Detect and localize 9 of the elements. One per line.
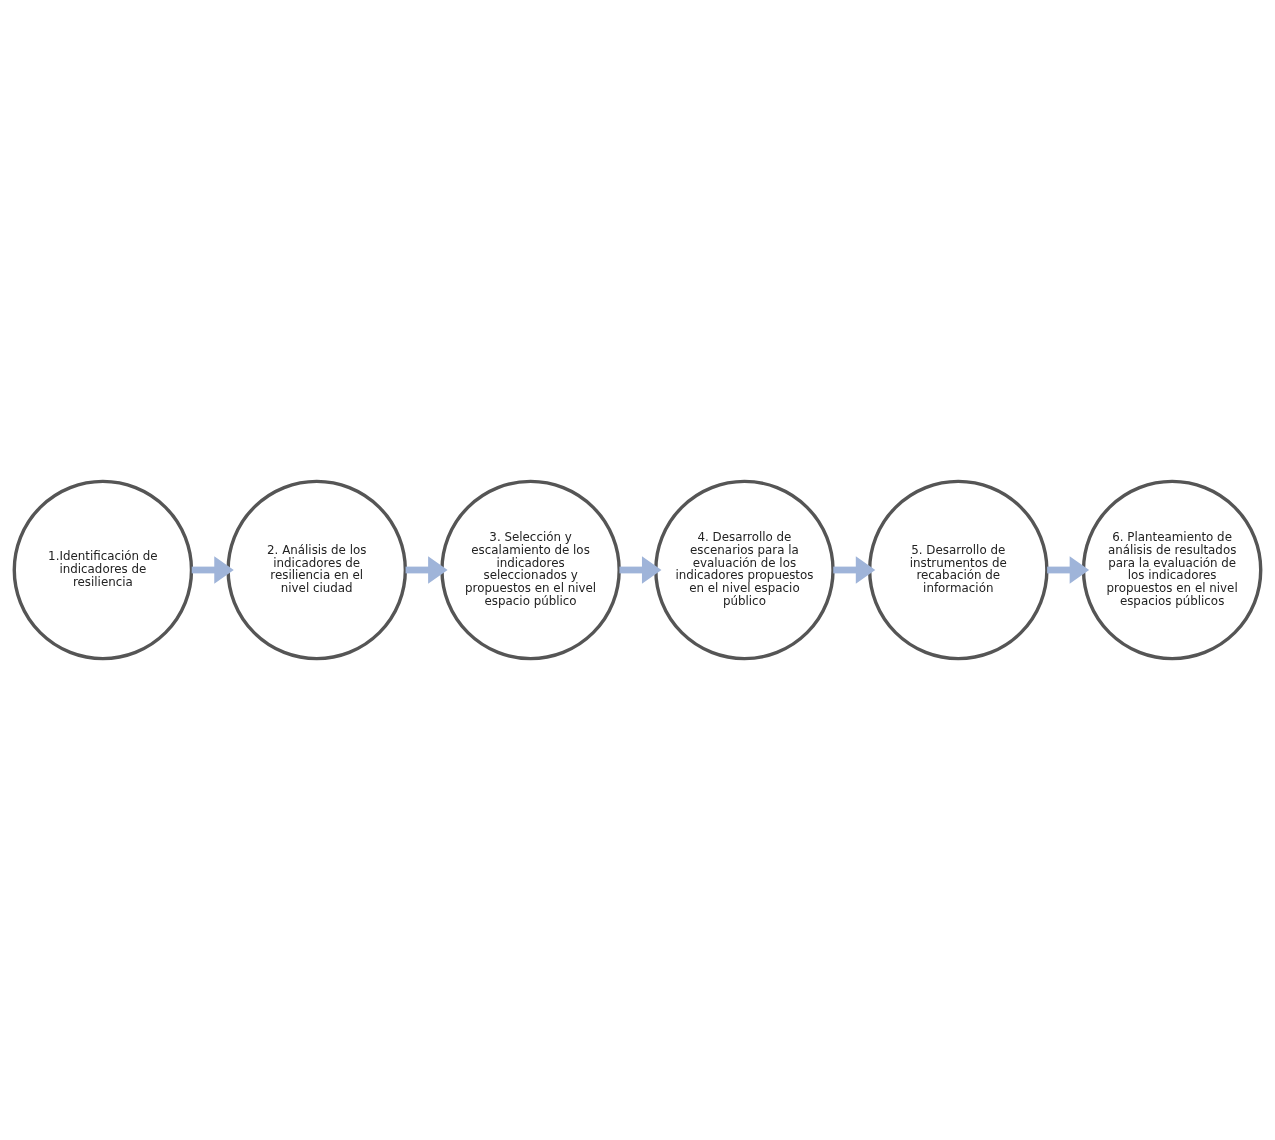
- node-circle: 3. Selección y escalamiento de los indicadores seleccionados y propuestos en el nivel espacio público: [440, 479, 621, 661]
- node-circle: 2. Análisis de los indicadores de resiliencia en el nivel ciudad: [226, 479, 408, 661]
- arrow: [191, 556, 234, 584]
- node-circle: 1.Identificación de indicadores de resiliencia: [12, 479, 194, 661]
- arrow: [619, 556, 662, 584]
- node-circle: 5. Desarrollo de instrumentos de recabación de información: [867, 479, 1049, 661]
- node-circle: 6. Planteamiento de análisis de resultados para la evaluación de los indicadores propuestos en el nivel espacios públicos: [1081, 479, 1263, 661]
- arrow: [405, 556, 448, 584]
- node-circle: 4. Desarrollo de escenarios para la evaluación de los indicadores propuestos en el nivel espacio público: [654, 479, 835, 661]
